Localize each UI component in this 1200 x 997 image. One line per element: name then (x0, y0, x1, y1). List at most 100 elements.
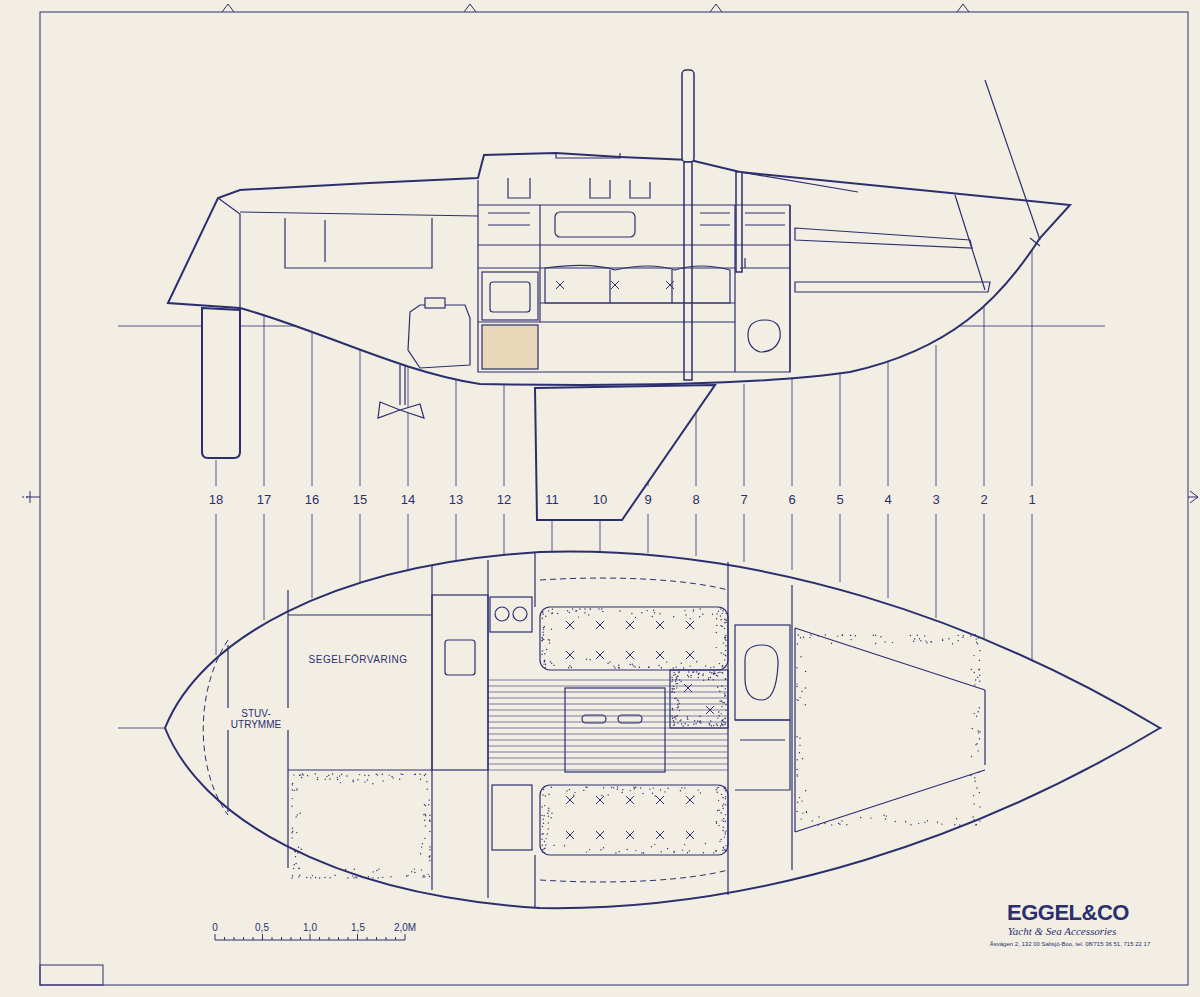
cushion-stipple (722, 724, 723, 725)
cushion-stipple (317, 777, 318, 778)
cushion-stipple (653, 787, 654, 788)
cushion-stipple (724, 667, 725, 668)
cushion-button (626, 831, 634, 839)
cushion-stipple (697, 720, 698, 721)
cushion-stipple (544, 852, 545, 853)
cushion-stipple (687, 852, 688, 853)
cushion-stipple (725, 814, 726, 815)
cushion-stipple (723, 642, 724, 643)
cushion-stipple (719, 810, 720, 811)
cushion-stipple (643, 852, 644, 853)
cushion-stipple (796, 686, 797, 687)
cushion-stipple (541, 637, 542, 638)
cushion-stipple (300, 813, 301, 814)
cushion-stipple (724, 849, 725, 850)
cushion-stipple (339, 775, 340, 776)
cushion-stipple (979, 660, 980, 661)
cushion-stipple (715, 851, 716, 852)
cushion-stipple (607, 663, 608, 664)
cushion-stipple (429, 849, 430, 850)
cushion-stipple (713, 852, 714, 853)
cushion-stipple (725, 620, 726, 621)
cushion-stipple (800, 637, 801, 638)
floor-boards (488, 716, 728, 717)
cushion-stipple (824, 823, 825, 824)
cushion-stipple (802, 812, 803, 813)
station-line (408, 514, 409, 570)
cushion-stipple (690, 675, 691, 676)
floor-boards (488, 758, 728, 759)
cushion-stipple (360, 875, 361, 876)
cushion-stipple (716, 723, 717, 724)
cushion-stipple (429, 856, 430, 857)
cushion-stipple (723, 827, 724, 828)
cabin-interior (490, 282, 530, 312)
deck-edge (203, 578, 728, 882)
cushion-stipple (613, 665, 614, 666)
cushion-stipple (425, 814, 426, 815)
cushion-stipple (958, 640, 959, 641)
cushion-stipple (300, 851, 301, 852)
cushion-stipple (664, 791, 665, 792)
company-tagline: Yacht & Sea Accessories (1006, 925, 1118, 937)
cushion-stipple (653, 610, 654, 611)
cushion-stipple (609, 661, 610, 662)
fore-berth (795, 228, 990, 292)
floor-boards (488, 746, 728, 747)
station-line (264, 316, 265, 486)
cushion-stipple (355, 876, 356, 877)
cushion-stipple (717, 725, 718, 726)
station-number: 14 (399, 493, 417, 507)
deck-details (240, 212, 478, 216)
cushion-button (596, 651, 604, 659)
cushion-stipple (295, 851, 296, 852)
engine (425, 298, 445, 308)
cushion-stipple (716, 625, 717, 626)
cushion-stipple (690, 677, 691, 678)
cushion-stipple (602, 611, 603, 612)
cushion-stipple (699, 616, 700, 617)
cushion-stipple (718, 800, 719, 801)
cushion-stipple (839, 824, 840, 825)
cushion-stipple (710, 720, 711, 721)
cushion-stipple (299, 875, 300, 876)
station-line (840, 514, 841, 582)
cushion-stipple (818, 816, 819, 817)
cushion-stipple (725, 796, 726, 797)
cushion-stipple (809, 637, 810, 638)
cushion-stipple (708, 677, 709, 678)
plan-interior (728, 562, 985, 895)
deck-details (556, 153, 620, 158)
cushion-stipple (576, 610, 577, 611)
cushion-stipple (978, 637, 979, 638)
cushion-button (566, 831, 574, 839)
cushion-stipple (722, 720, 723, 721)
cushion-stipple (298, 868, 299, 869)
cushion-stipple (796, 699, 797, 700)
station-line (936, 514, 937, 618)
hull-plan (165, 552, 1160, 909)
station-line (984, 305, 985, 486)
scale-bar (224, 937, 225, 940)
floor-boards (488, 710, 728, 711)
cushion-stipple (329, 778, 330, 779)
cushion-stipple (672, 718, 673, 719)
cushion-stipple (818, 824, 819, 825)
cabin-interior (482, 272, 538, 320)
cushion-stipple (937, 822, 938, 823)
cushion-stipple (705, 843, 706, 844)
cushion-stipple (551, 787, 552, 788)
cushion-stipple (714, 673, 715, 674)
cushion-stipple (633, 665, 634, 666)
cushion-stipple (870, 817, 871, 818)
scale-bar (281, 937, 282, 940)
deck-details (1030, 238, 1040, 246)
cushion-stipple (425, 815, 426, 816)
cushion-stipple (725, 833, 726, 834)
cushion-stipple (797, 775, 798, 776)
cushion-stipple (725, 821, 726, 822)
cushion-stipple (979, 731, 980, 732)
scale-bar (376, 937, 377, 940)
cushion-stipple (673, 720, 674, 721)
cushion-stipple (377, 877, 378, 878)
